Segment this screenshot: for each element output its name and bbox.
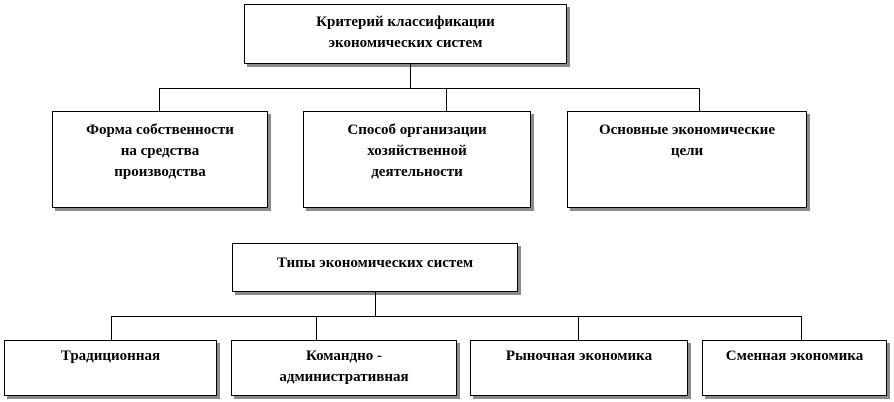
type-box-traditional: Традиционная [4, 340, 217, 396]
types-root-box: Типы экономических систем [232, 243, 518, 292]
connector-line [316, 316, 317, 340]
criterion-box-organization: Способ организации хозяйственной деятель… [303, 111, 531, 208]
connector-line [111, 316, 112, 340]
type-box-mixed: Сменная экономика [702, 340, 887, 396]
type-box-market: Рыночная экономика [470, 340, 688, 396]
criterion-box-goals: Основные экономические цели [567, 111, 807, 208]
connector-line [578, 316, 579, 340]
connector-line [410, 64, 411, 88]
criterion-box-ownership: Форма собственности на средства производ… [52, 111, 268, 208]
criteria-root-box: Критерий классификации экономических сис… [244, 4, 567, 64]
type-box-command: Командно - административная [231, 340, 457, 396]
connector-line [159, 88, 700, 89]
connector-line [699, 88, 700, 111]
connector-line [159, 88, 160, 111]
connector-line [111, 316, 802, 317]
connector-line [446, 88, 447, 111]
connector-line [801, 316, 802, 340]
connector-line [375, 292, 376, 316]
